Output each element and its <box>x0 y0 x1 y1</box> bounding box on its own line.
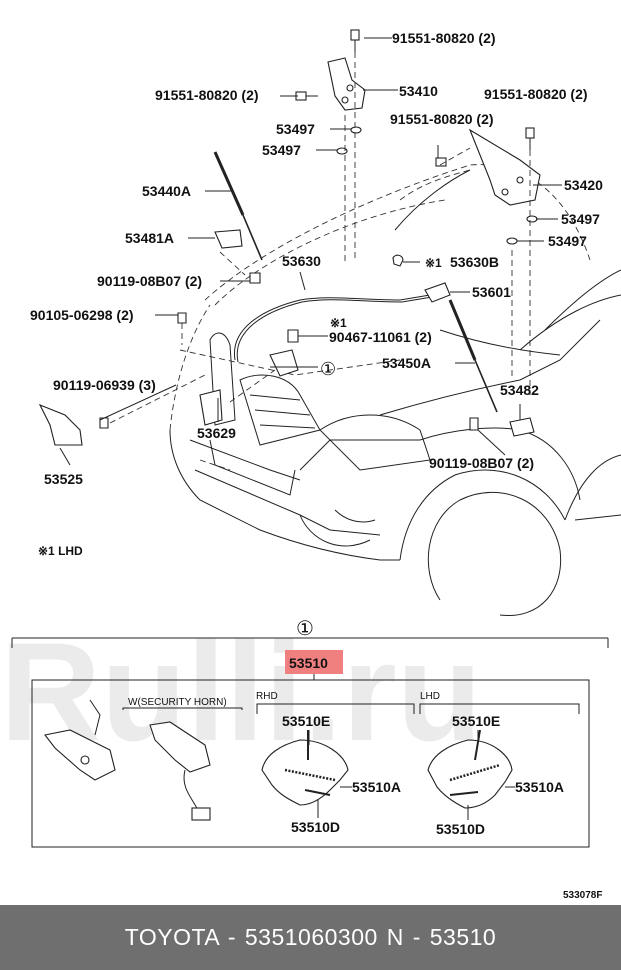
label-53510a-rhd: 53510A <box>352 779 401 795</box>
plate-53525 <box>38 403 83 446</box>
bolt-91551-top <box>350 29 360 52</box>
label-note-lhd: ※1 LHD <box>38 544 83 558</box>
label-53481a: 53481A <box>125 230 174 246</box>
label-53601: 53601 <box>472 284 511 300</box>
diagram-code: 533078F <box>563 890 602 901</box>
label-circle1-b: ① <box>296 618 314 640</box>
footer-bar: TOYOTA - 5351060300 N - 53510 <box>0 905 621 970</box>
bolt-91551-mid <box>435 157 447 167</box>
bolt-91551-left <box>295 91 318 101</box>
label-lhd: LHD <box>420 691 440 702</box>
label-note1-b: ※1 <box>330 316 347 330</box>
hood-support-53440a <box>213 151 263 261</box>
clip-53630b <box>392 254 404 267</box>
label-53497-a: 53497 <box>276 121 315 137</box>
label-91551-top: 91551-80820 (2) <box>392 30 496 46</box>
label-90119-06939: 90119-06939 (3) <box>53 377 156 393</box>
bracket-53481a <box>214 229 243 249</box>
label-53630: 53630 <box>282 253 321 269</box>
label-90467: 90467-11061 (2) <box>329 329 432 345</box>
label-53510e-rhd: 53510E <box>282 713 330 729</box>
label-53440a: 53440A <box>142 183 191 199</box>
label-53482: 53482 <box>500 382 539 398</box>
label-90105: 90105-06298 (2) <box>30 307 134 323</box>
bracket-53629 <box>199 389 223 426</box>
label-91551-right: 91551-80820 (2) <box>484 86 588 102</box>
hinge-53410 <box>327 57 366 111</box>
label-53410: 53410 <box>399 83 438 99</box>
label-53450a: 53450A <box>382 355 431 371</box>
label-53525: 53525 <box>44 471 83 487</box>
lock-assembly-1 <box>44 699 116 781</box>
label-53497-d: 53497 <box>548 233 587 249</box>
label-circle1-a: ① <box>320 359 336 379</box>
label-90119-08b07-b: 90119-08B07 (2) <box>429 455 534 471</box>
bracket-53601 <box>424 282 451 303</box>
label-rhd: RHD <box>256 691 278 702</box>
hood-support-53450a <box>448 299 498 413</box>
label-53510e-lhd: 53510E <box>452 713 500 729</box>
label-53630b: 53630B <box>450 254 499 270</box>
detail-box <box>31 679 590 848</box>
label-90119-08b07-a: 90119-08B07 (2) <box>97 273 202 289</box>
label-53510d-rhd: 53510D <box>291 819 340 835</box>
lock-53510-small <box>269 349 299 377</box>
lock-assembly-rhd <box>261 730 349 806</box>
highlight-53510 <box>285 650 343 674</box>
label-note1-a: ※1 <box>425 256 442 270</box>
label-53497-c: 53497 <box>561 211 600 227</box>
bracket-53482 <box>509 417 535 437</box>
label-53510a-lhd: 53510A <box>515 779 564 795</box>
hinge-53420 <box>468 128 541 206</box>
label-91551-left: 91551-80820 (2) <box>155 87 259 103</box>
detail-section: ① 53510 W(SECURITY HORN) RHD LHD <box>11 618 609 848</box>
parts-diagram: 91551-80820 (2) 91551-80820 (2) 53410 91… <box>0 29 621 901</box>
label-91551-mid: 91551-80820 (2) <box>390 111 494 127</box>
label-53420: 53420 <box>564 177 603 193</box>
cable-53630 <box>233 294 431 361</box>
label-53629: 53629 <box>197 425 236 441</box>
label-53497-b: 53497 <box>262 142 301 158</box>
label-53510d-lhd: 53510D <box>436 821 485 837</box>
label-security-horn: W(SECURITY HORN) <box>128 697 227 708</box>
lock-assembly-2 <box>149 721 211 821</box>
bolt-91551-right <box>525 127 535 150</box>
label-53510: 53510 <box>289 655 328 671</box>
footer-part-number: TOYOTA - 5351060300 N - 53510 <box>124 924 497 950</box>
